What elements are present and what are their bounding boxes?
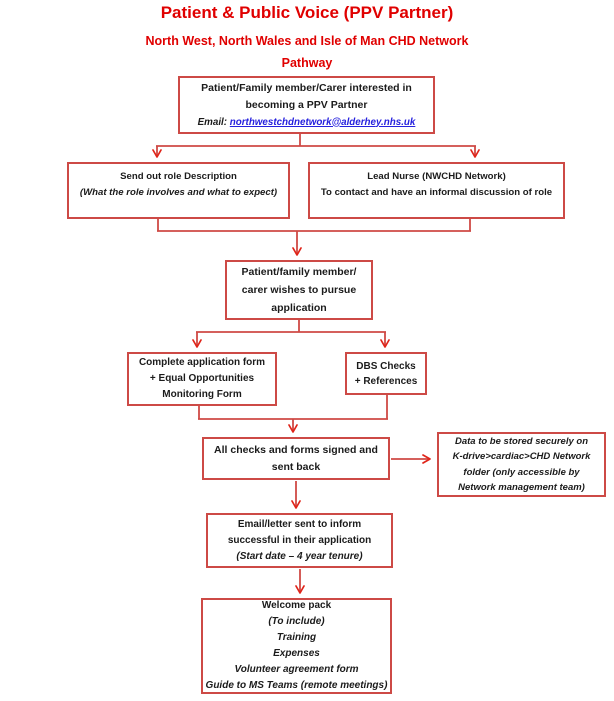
node-application-line2: + Equal Opportunities [149,373,255,384]
page-subtitle: North West, North Wales and Isle of Man … [0,31,614,74]
node-pursue-line1: Patient/family member/ [241,266,357,278]
node-welcome-pack: Welcome pack (To include) Training Expen… [201,598,392,694]
node-data-line3: folder (only accessible by [463,466,580,478]
connector-row2-merge [157,219,471,256]
node-email-line2: successful in their application [227,534,372,546]
node-checks-line1: All checks and forms signed and [214,443,378,456]
node-welcome-line5: Volunteer agreement form [234,664,359,675]
email-label: Email: [197,116,228,128]
node-application-form: Complete application form + Equal Opport… [127,352,277,406]
node-email-letter: Email/letter sent to inform successful i… [206,513,393,568]
node-dbs-checks: DBS Checks + References [345,352,427,395]
connector-interest-split [152,134,480,158]
connector-pursue-split [192,320,390,348]
node-application-line3: Monitoring Form [162,389,242,400]
node-welcome-line4: Expenses [273,648,320,659]
page-subtitle-line1: North West, North Wales and Isle of Man … [145,34,469,48]
node-interest-line1: Patient/Family member/Carer interested i… [201,81,412,94]
node-data-storage: Data to be stored securely on K-drive>ca… [437,432,606,497]
node-interest-line2: becoming a PPV Partner [245,98,368,111]
node-email-line1: Email/letter sent to inform [237,518,362,530]
node-welcome-line6: Guide to MS Teams (remote meetings) [205,680,388,691]
email-link[interactable]: northwestchdnetwork@alderhey.nhs.uk [229,116,416,128]
node-checks-line2: sent back [271,460,321,473]
node-lead-nurse-line2: To contact and have an informal discussi… [320,187,553,198]
node-lead-nurse-line1: Lead Nurse (NWCHD Network) [367,171,506,182]
node-dbs-line1: DBS Checks [356,360,416,372]
node-pursue-line2: carer wishes to pursue [241,284,357,296]
page-subtitle-line2: Pathway [281,55,333,70]
node-email-line3: (Start date – 4 year tenure) [236,550,363,562]
node-lead-nurse: Lead Nurse (NWCHD Network) To contact an… [308,162,565,219]
node-application-line1: Complete application form [138,357,266,368]
node-role-line2: (What the role involves and what to expe… [79,187,278,198]
node-role-description: Send out role Description (What the role… [67,162,290,219]
node-checks-signed: All checks and forms signed and sent bac… [202,437,390,480]
node-welcome-line1: Welcome pack [261,600,332,611]
node-pursue-application: Patient/family member/ carer wishes to p… [225,260,373,320]
node-interest: Patient/Family member/Carer interested i… [178,76,435,134]
node-welcome-line2: (To include) [268,616,325,627]
node-data-line4: Network management team) [458,482,585,493]
node-data-line2: K-drive>cardiac>CHD Network [452,451,591,462]
node-welcome-line3: Training [276,632,317,643]
node-interest-email-line: Email: northwestchdnetwork@alderhey.nhs.… [198,114,416,131]
node-pursue-line3: application [271,302,327,314]
page-title: Patient & Public Voice (PPV Partner) [160,3,454,22]
node-data-line1: Data to be stored securely on [454,435,589,447]
node-role-line1: Send out role Description [120,171,237,182]
node-dbs-line2: + References [354,375,418,387]
